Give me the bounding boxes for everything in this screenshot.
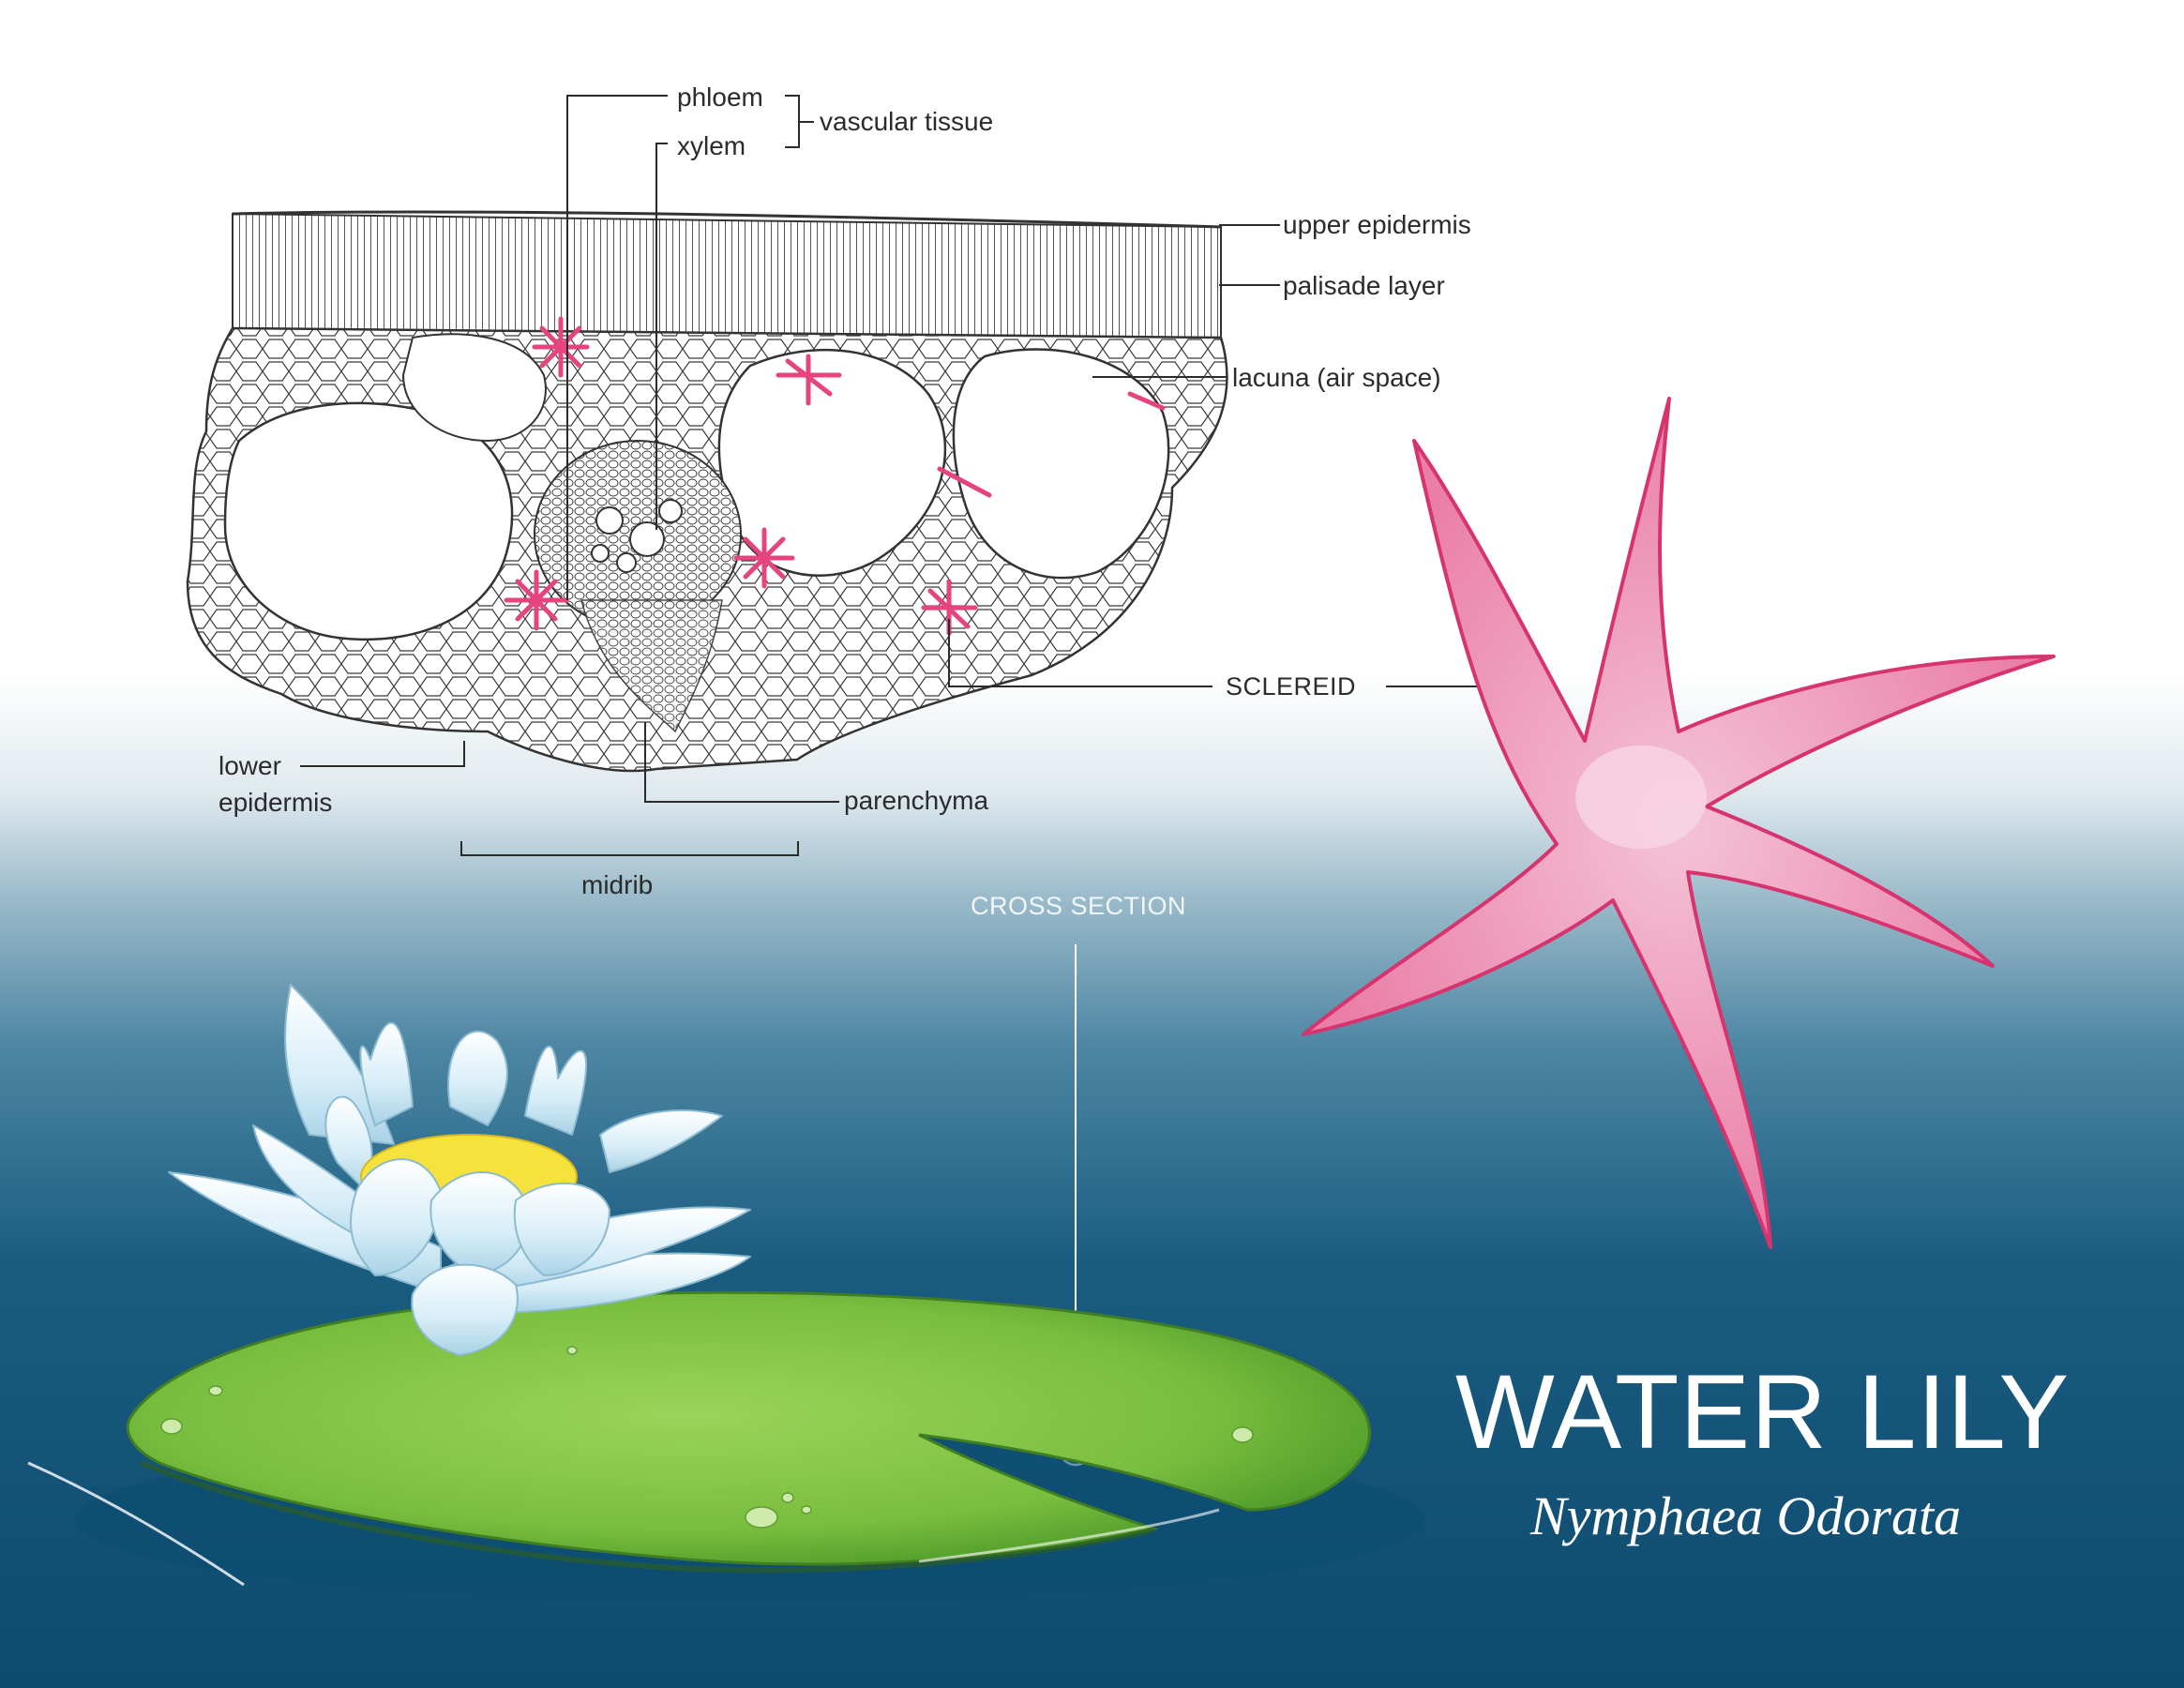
- xylem-vessel: [595, 506, 624, 535]
- sclereid-label: SCLEREID: [1226, 672, 1357, 701]
- page-subtitle: Nymphaea Odorata: [1530, 1485, 1962, 1546]
- upper-epidermis-line: [232, 210, 1222, 229]
- petal: [513, 1182, 610, 1276]
- pad-underside-edge: [139, 1460, 1154, 1574]
- phloem-label: phloem: [677, 83, 763, 112]
- petal: [599, 1109, 723, 1173]
- petal: [350, 1158, 442, 1276]
- lacuna-center-left: [401, 333, 547, 443]
- palisade-layer-label: palisade layer: [1283, 271, 1445, 300]
- epidermis-label: epidermis: [218, 788, 333, 817]
- sclereid-core: [1575, 746, 1707, 849]
- sclereid-illustration: [1302, 397, 2056, 1249]
- cross-section-label: CROSS SECTION: [971, 892, 1187, 920]
- lacuna-left: [223, 401, 514, 641]
- xylem-vessel: [591, 544, 610, 563]
- vascular-tissue-label: vascular tissue: [820, 107, 994, 136]
- lacuna-far-right: [952, 348, 1170, 580]
- petal: [359, 1021, 414, 1126]
- water-line: [27, 1461, 245, 1587]
- phloem-tissue: [580, 599, 723, 733]
- water-line: [918, 1508, 1220, 1563]
- leader-lines: [300, 95, 1500, 1435]
- palisade-band: [232, 212, 1222, 339]
- pad-body: [126, 1290, 1371, 1566]
- water-droplets: [160, 1346, 1254, 1529]
- xylem-vessel: [629, 521, 665, 557]
- xylem-vessel: [616, 552, 637, 573]
- page-title: WATER LILY: [1455, 1353, 2071, 1470]
- petal: [447, 1030, 508, 1126]
- lower-label: lower: [218, 751, 281, 780]
- upper-epidermis-label: upper epidermis: [1283, 210, 1471, 239]
- petal: [411, 1263, 519, 1356]
- parenchyma-label: parenchyma: [844, 786, 989, 815]
- lily-pad: [27, 1290, 1425, 1604]
- section-sclereids: [504, 316, 1166, 636]
- midrib-label: midrib: [581, 870, 654, 899]
- lacuna-right: [717, 348, 947, 577]
- lacuna-label: lacuna (air space): [1232, 363, 1441, 392]
- lily-flower: [168, 984, 751, 1356]
- petal: [524, 1045, 588, 1136]
- xylem-vessel: [658, 499, 683, 523]
- leaf-cross-section: [186, 210, 1228, 773]
- xylem-label: xylem: [677, 131, 746, 160]
